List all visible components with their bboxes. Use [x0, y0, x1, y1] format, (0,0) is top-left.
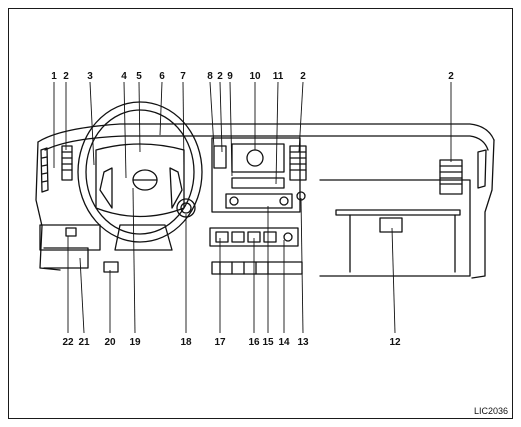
callout-20: 20: [104, 337, 116, 348]
callout-2b: 2: [217, 71, 223, 82]
callout-5: 5: [136, 71, 142, 82]
callout-17: 17: [214, 337, 226, 348]
callout-16: 16: [248, 337, 260, 348]
left-center-vent: [61, 145, 73, 181]
steering-wheel-outer: [77, 101, 203, 243]
callout-1: 1: [51, 71, 57, 82]
lower-left-panel: [39, 224, 101, 251]
leader-lines: [53, 81, 452, 334]
callout-8: 8: [207, 71, 213, 82]
fuse-panel: [43, 247, 89, 269]
callout-7: 7: [180, 71, 186, 82]
climate-controls: [225, 193, 293, 209]
callout-15: 15: [262, 337, 274, 348]
dash-top-edge: [37, 123, 495, 143]
figure-frame: [8, 8, 513, 419]
glove-box: [335, 209, 461, 216]
dash-left-side: [35, 141, 61, 271]
passenger-airbag-light: [379, 217, 403, 233]
callout-2d: 2: [448, 71, 454, 82]
dash-right-side: [471, 139, 495, 279]
center-right-vent: [289, 145, 307, 181]
callout-12: 12: [389, 337, 401, 348]
figure-code: LIC2036: [474, 406, 508, 416]
climate-display: [231, 177, 285, 189]
audio-knob: [246, 149, 264, 167]
callout-14: 14: [278, 337, 290, 348]
bottom-callouts: 22 21 20 19 18 17 16 15 14 13 12: [62, 337, 401, 348]
callout-10: 10: [249, 71, 261, 82]
steering-wheel-inner: [85, 109, 195, 235]
passenger-lower-panel: [319, 179, 471, 277]
callout-4: 4: [121, 71, 127, 82]
callout-6: 6: [159, 71, 165, 82]
center-stack: [211, 137, 301, 213]
callout-13: 13: [297, 337, 309, 348]
callout-18: 18: [180, 337, 192, 348]
callout-2a: 2: [63, 71, 69, 82]
column-shroud: [114, 224, 173, 251]
callout-11: 11: [273, 71, 284, 82]
callout-3: 3: [87, 71, 93, 82]
top-callouts: 1 2 3 4 5 6 7 8 2 9 10 11 2 2: [51, 71, 454, 82]
callout-21: 21: [78, 337, 90, 348]
right-side-vent: [477, 149, 487, 189]
callout-19: 19: [129, 337, 141, 348]
callout-22: 22: [62, 337, 74, 348]
callout-2c: 2: [300, 71, 306, 82]
callout-9: 9: [227, 71, 233, 82]
left-side-vent: [40, 147, 49, 193]
passenger-vent: [439, 159, 463, 195]
storage-tray: [211, 261, 303, 275]
hazard-switch: [213, 145, 227, 169]
hood-release: [103, 261, 119, 273]
dimmer-switch: [65, 227, 77, 237]
